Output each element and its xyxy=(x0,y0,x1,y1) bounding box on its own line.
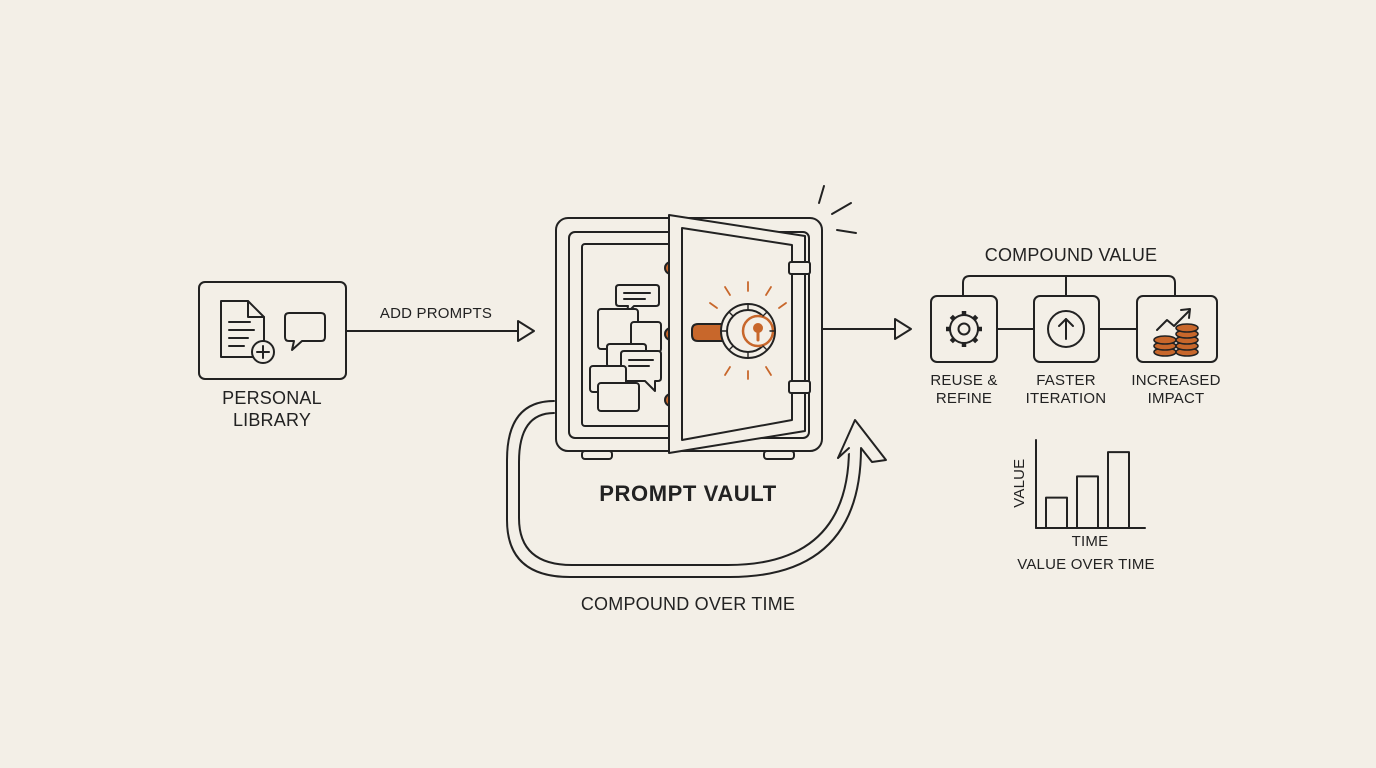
personal-library-node xyxy=(198,281,347,380)
faster-iteration-line1: FASTER xyxy=(1036,372,1096,389)
faster-iteration-box xyxy=(1033,295,1100,363)
arrow-up-circle-icon xyxy=(1047,310,1085,348)
chart-y-axis-label: VALUE xyxy=(1010,458,1028,508)
compound-over-time-loop-arrow xyxy=(506,400,887,578)
reuse-refine-box xyxy=(930,295,998,363)
increased-impact-box xyxy=(1136,295,1218,363)
open-safe-icon xyxy=(555,185,857,460)
reuse-refine-label: REUSE & REFINE xyxy=(914,372,1014,409)
faster-iteration-line2: ITERATION xyxy=(1025,390,1107,408)
chart-x-axis-label: TIME xyxy=(1071,533,1109,550)
prompt-cards-icon xyxy=(589,284,662,412)
personal-library-label: PERSONAL LIBRARY xyxy=(192,388,352,432)
reuse-refine-line2: REFINE xyxy=(935,390,993,408)
coins-growth-icon xyxy=(1153,308,1199,357)
vault-to-value-arrow xyxy=(821,318,912,340)
value-over-time-chart xyxy=(1035,439,1146,530)
personal-library-line1: PERSONAL xyxy=(222,388,322,408)
compound-value-title: COMPOUND VALUE xyxy=(984,245,1158,265)
faster-iteration-label: FASTER ITERATION xyxy=(1016,372,1116,409)
chart-bars xyxy=(1045,451,1130,530)
document-plus-icon xyxy=(220,300,275,364)
gear-icon xyxy=(946,311,982,347)
personal-library-line2: LIBRARY xyxy=(232,409,312,430)
increased-impact-label: INCREASED IMPACT xyxy=(1124,372,1228,409)
increased-impact-line2: IMPACT xyxy=(1147,390,1205,408)
combination-dial-icon xyxy=(691,281,787,380)
chart-bar-2 xyxy=(1076,475,1099,529)
reuse-refine-line1: REUSE & xyxy=(930,372,998,389)
speech-bubble-icon xyxy=(284,312,326,351)
chart-bar-3 xyxy=(1107,451,1130,530)
add-prompts-arrow xyxy=(346,320,535,342)
sparkle-lines xyxy=(818,185,857,234)
chart-bar-1 xyxy=(1045,496,1068,530)
compound-over-time-label: COMPOUND OVER TIME xyxy=(580,594,796,614)
chart-title: VALUE OVER TIME xyxy=(1017,556,1155,573)
compound-value-group xyxy=(930,275,1218,363)
increased-impact-line1: INCREASED xyxy=(1131,372,1221,389)
prompt-vault-label: PROMPT VAULT xyxy=(599,481,777,506)
add-prompts-label: ADD PROMPTS xyxy=(379,305,493,322)
